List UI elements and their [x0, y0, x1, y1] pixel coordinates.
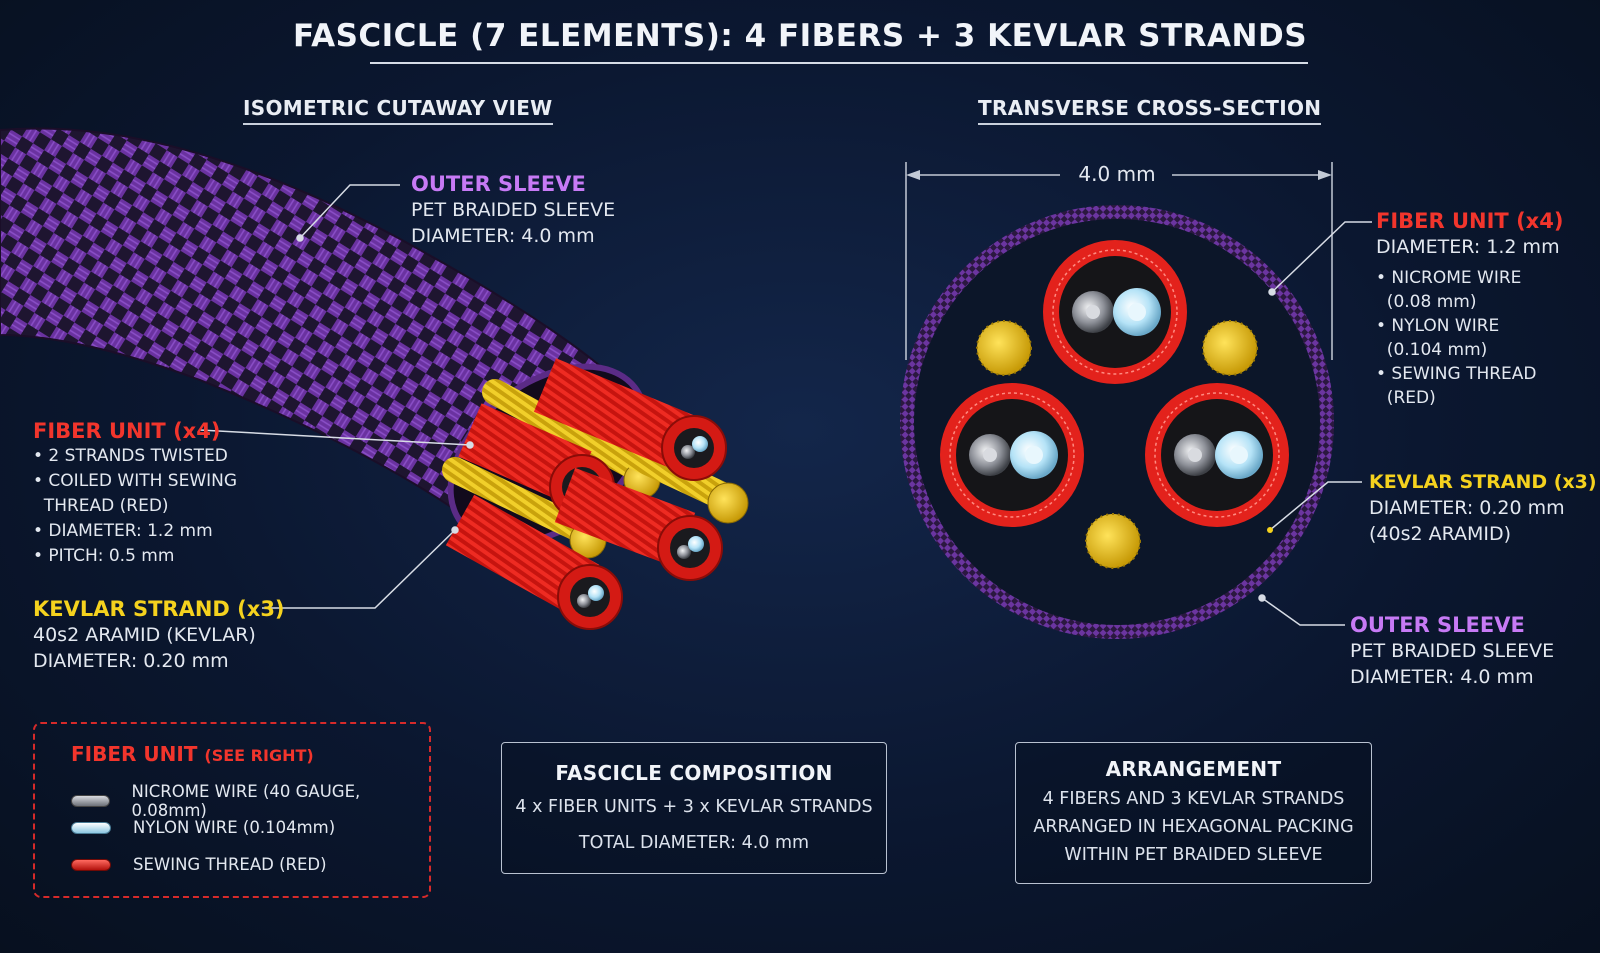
cs-kevlar-label: KEVLAR STRAND (x3) DIAMETER: 0.20 mm (40…	[1369, 469, 1597, 547]
cs-fiber-bullet: (0.104 mm)	[1376, 340, 1488, 360]
legend-item-sewing-thread: SEWING THREAD (RED)	[71, 855, 327, 874]
iso-kevlar-line: 40s2 ARAMID (KEVLAR)	[33, 624, 256, 646]
cs-fiber-bullet: • NICROME WIRE	[1376, 268, 1522, 288]
cs-outer-sleeve-line: PET BRAIDED SLEEVE	[1350, 640, 1555, 662]
isometric-view-heading: ISOMETRIC CUTAWAY VIEW	[243, 96, 553, 125]
iso-fiber-unit-label: FIBER UNIT (x4) • 2 STRANDS TWISTED • CO…	[33, 418, 237, 569]
arrangement-line: 4 FIBERS AND 3 KEVLAR STRANDS	[1042, 789, 1345, 809]
legend-title-note: (SEE RIGHT)	[204, 746, 314, 765]
iso-fiber-units	[445, 358, 727, 630]
cs-fiber-bullet: (RED)	[1376, 388, 1436, 408]
cs-kevlar-line: DIAMETER: 0.20 mm	[1369, 497, 1565, 519]
outer-sleeve-body	[0, 128, 628, 520]
iso-fiber-unit-heading: FIBER UNIT (x4)	[33, 419, 221, 443]
iso-outer-sleeve-label: OUTER SLEEVE PET BRAIDED SLEEVE DIAMETER…	[411, 171, 615, 249]
page-title: FASCICLE (7 ELEMENTS): 4 FIBERS + 3 KEVL…	[292, 18, 1308, 54]
cs-kevlar-heading: KEVLAR STRAND (x3)	[1369, 471, 1597, 493]
iso-fiber-bullet: • PITCH: 0.5 mm	[33, 546, 175, 566]
left-leader-lines	[199, 184, 474, 609]
cs-kevlar-strands	[976, 320, 1258, 569]
iso-kevlar-heading: KEVLAR STRAND (x3)	[33, 597, 285, 621]
iso-fiber-bullet: • 2 STRANDS TWISTED	[33, 446, 228, 466]
cs-fiber-unit-label: FIBER UNIT (x4) DIAMETER: 1.2 mm • NICRO…	[1376, 208, 1563, 410]
cs-outer-sleeve-line: DIAMETER: 4.0 mm	[1350, 666, 1534, 688]
iso-outer-sleeve-heading: OUTER SLEEVE	[411, 172, 586, 196]
title-underline	[370, 62, 1308, 64]
legend-item-label: SEWING THREAD (RED)	[133, 855, 327, 874]
arrangement-line: ARRANGED IN HEXAGONAL PACKING	[1033, 817, 1354, 837]
cs-fiber-unit-line: DIAMETER: 1.2 mm	[1376, 236, 1560, 258]
cross-section	[900, 162, 1334, 639]
iso-outer-sleeve-line: PET BRAIDED SLEEVE	[411, 199, 616, 221]
cs-fiber-bullet: • NYLON WIRE	[1376, 316, 1500, 336]
legend-item-label: NYLON WIRE (0.104mm)	[133, 818, 336, 837]
legend-item-nicrome: NICROME WIRE (40 GAUGE, 0.08mm)	[71, 782, 429, 820]
cs-fiber-units	[940, 240, 1289, 527]
cs-outer-sleeve-label: OUTER SLEEVE PET BRAIDED SLEEVE DIAMETER…	[1350, 612, 1554, 690]
legend-title-text: FIBER UNIT	[71, 742, 198, 766]
cs-outer-sleeve-heading: OUTER SLEEVE	[1350, 613, 1525, 637]
isometric-cable	[0, 127, 749, 630]
cs-fiber-bullet: • SEWING THREAD	[1376, 364, 1537, 384]
cs-fiber-bullet: (0.08 mm)	[1376, 292, 1477, 312]
arrangement-line: WITHIN PET BRAIDED SLEEVE	[1064, 845, 1323, 865]
legend-item-label: NICROME WIRE (40 GAUGE, 0.08mm)	[131, 782, 361, 820]
iso-fiber-bullet: • COILED WITH SEWING	[33, 471, 238, 491]
sewing-thread-swatch-icon	[71, 858, 111, 871]
composition-line: TOTAL DIAMETER: 4.0 mm	[578, 833, 810, 853]
cross-section-heading: TRANSVERSE CROSS-SECTION	[978, 96, 1322, 125]
right-leader-lines	[1258, 221, 1372, 626]
iso-fiber-bullet: • DIAMETER: 1.2 mm	[33, 521, 213, 541]
fiber-unit-legend: FIBER UNIT (SEE RIGHT) NICROME WIRE (40 …	[33, 722, 431, 898]
arrangement-heading: ARRANGEMENT	[1105, 757, 1282, 781]
iso-kevlar-label: KEVLAR STRAND (x3) 40s2 ARAMID (KEVLAR) …	[33, 596, 285, 674]
iso-fiber-bullet: THREAD (RED)	[33, 496, 169, 516]
iso-outer-sleeve-line: DIAMETER: 4.0 mm	[411, 225, 595, 247]
nicrome-swatch-icon	[71, 795, 110, 807]
legend-item-nylon: NYLON WIRE (0.104mm)	[71, 818, 335, 837]
composition-line: 4 x FIBER UNITS + 3 x KEVLAR STRANDS	[515, 797, 873, 817]
arrangement-box: ARRANGEMENT 4 FIBERS AND 3 KEVLAR STRAND…	[1015, 742, 1372, 884]
iso-kevlar-line: DIAMETER: 0.20 mm	[33, 650, 229, 672]
nylon-swatch-icon	[71, 821, 111, 834]
diameter-dimension-label: 4.0 mm	[1078, 162, 1156, 186]
cs-fiber-unit-heading: FIBER UNIT (x4)	[1376, 209, 1564, 233]
cs-kevlar-line: (40s2 ARAMID)	[1369, 523, 1512, 545]
composition-box: FASCICLE COMPOSITION 4 x FIBER UNITS + 3…	[501, 742, 887, 874]
legend-title: FIBER UNIT (SEE RIGHT)	[71, 742, 314, 766]
composition-heading: FASCICLE COMPOSITION	[555, 761, 833, 785]
